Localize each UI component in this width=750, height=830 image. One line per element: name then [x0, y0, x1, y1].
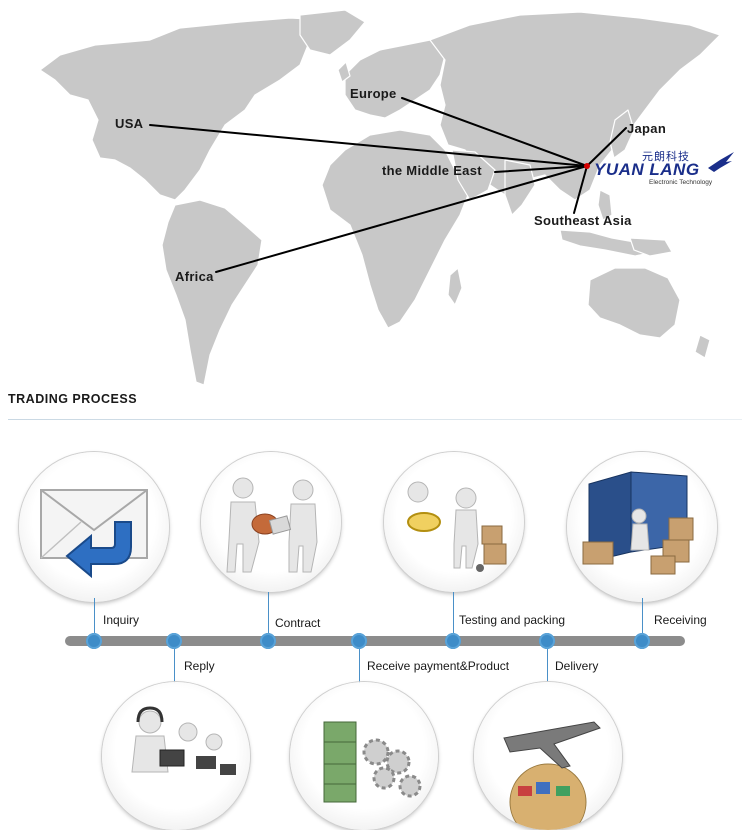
- route-middle-east: [494, 165, 588, 173]
- label-africa: Africa: [175, 269, 214, 284]
- india-shape: [504, 159, 536, 216]
- stem-reply: [174, 645, 175, 685]
- label-europe: Europe: [350, 86, 397, 101]
- world-map: USA Europe Japan the Middle East Southea…: [0, 0, 750, 385]
- logo-subtitle: Electronic Technology: [649, 179, 713, 186]
- step-reply: Reply: [184, 659, 215, 673]
- australia-shape: [587, 267, 681, 339]
- logo-name: YUAN LANG: [594, 160, 700, 179]
- stem-testing: [453, 592, 454, 638]
- stem-receiving: [642, 598, 643, 638]
- stem-payment: [359, 645, 360, 685]
- call-center-icon: [131, 706, 236, 775]
- step-delivery: Delivery: [555, 659, 599, 673]
- contract-illustration: [201, 452, 341, 592]
- step-inquiry: Inquiry: [103, 613, 140, 627]
- greenland-shape: [299, 9, 366, 56]
- stem-inquiry: [94, 598, 95, 638]
- envelope-icon: [40, 489, 148, 579]
- label-middle-east: the Middle East: [382, 163, 482, 178]
- stem-contract: [268, 592, 269, 638]
- japan-shape: [609, 109, 635, 159]
- dot-reply: [166, 633, 182, 649]
- money-gears-icon: [323, 721, 422, 803]
- step-payment: Receive payment&Product: [367, 659, 510, 673]
- yuan-lang-logo: 元朗科技 YUAN LANG Electronic Technology: [594, 148, 744, 188]
- asia-shape: [429, 11, 721, 201]
- world-map-graphic: [39, 9, 721, 385]
- arabia-shape: [451, 149, 496, 201]
- airplane-globe-icon: [503, 721, 601, 830]
- receiving-illustration: [567, 452, 717, 602]
- route-lines: [149, 97, 627, 273]
- timeline-bar: [65, 636, 685, 646]
- label-usa: USA: [115, 116, 144, 131]
- stem-delivery: [547, 645, 548, 685]
- dot-contract: [260, 633, 276, 649]
- logo-chinese: 元朗科技: [642, 151, 690, 163]
- hub-marker: [584, 163, 590, 169]
- north-america-shape: [39, 17, 331, 201]
- route-usa: [149, 124, 588, 167]
- reply-illustration: [102, 682, 250, 830]
- route-japan: [586, 127, 627, 167]
- label-japan: Japan: [627, 121, 667, 136]
- route-europe: [401, 97, 588, 167]
- dot-inquiry: [86, 633, 102, 649]
- dot-receiving: [634, 633, 650, 649]
- route-africa: [215, 165, 588, 273]
- container-boxes-icon: [582, 471, 694, 575]
- inquiry-illustration: [19, 452, 169, 602]
- madagascar-shape: [447, 267, 463, 306]
- step-contract: Contract: [275, 616, 321, 630]
- title-divider: [8, 419, 742, 420]
- trading-process-title: TRADING PROCESS: [8, 392, 138, 406]
- dot-delivery: [539, 633, 555, 649]
- delivery-illustration: [474, 682, 622, 830]
- magnifier-boxes-icon: [407, 481, 507, 572]
- new-guinea-shape: [629, 237, 673, 257]
- step-receiving: Receiving: [654, 613, 707, 627]
- europe-shape: [344, 39, 446, 119]
- africa-shape: [321, 129, 471, 329]
- dot-testing: [445, 633, 461, 649]
- south-america-shape: [161, 199, 263, 385]
- new-zealand-shape: [694, 334, 711, 359]
- uk-shape: [337, 61, 351, 83]
- bird-icon: [708, 152, 734, 172]
- label-southeast-asia: Southeast Asia: [534, 213, 632, 228]
- route-southeast-asia: [573, 165, 588, 214]
- handshake-figures-icon: [226, 477, 318, 573]
- payment-product-illustration: [290, 682, 438, 830]
- philippines-shape: [597, 189, 613, 221]
- dot-payment: [351, 633, 367, 649]
- step-testing: Testing and packing: [459, 613, 566, 627]
- testing-packing-illustration: [384, 452, 524, 592]
